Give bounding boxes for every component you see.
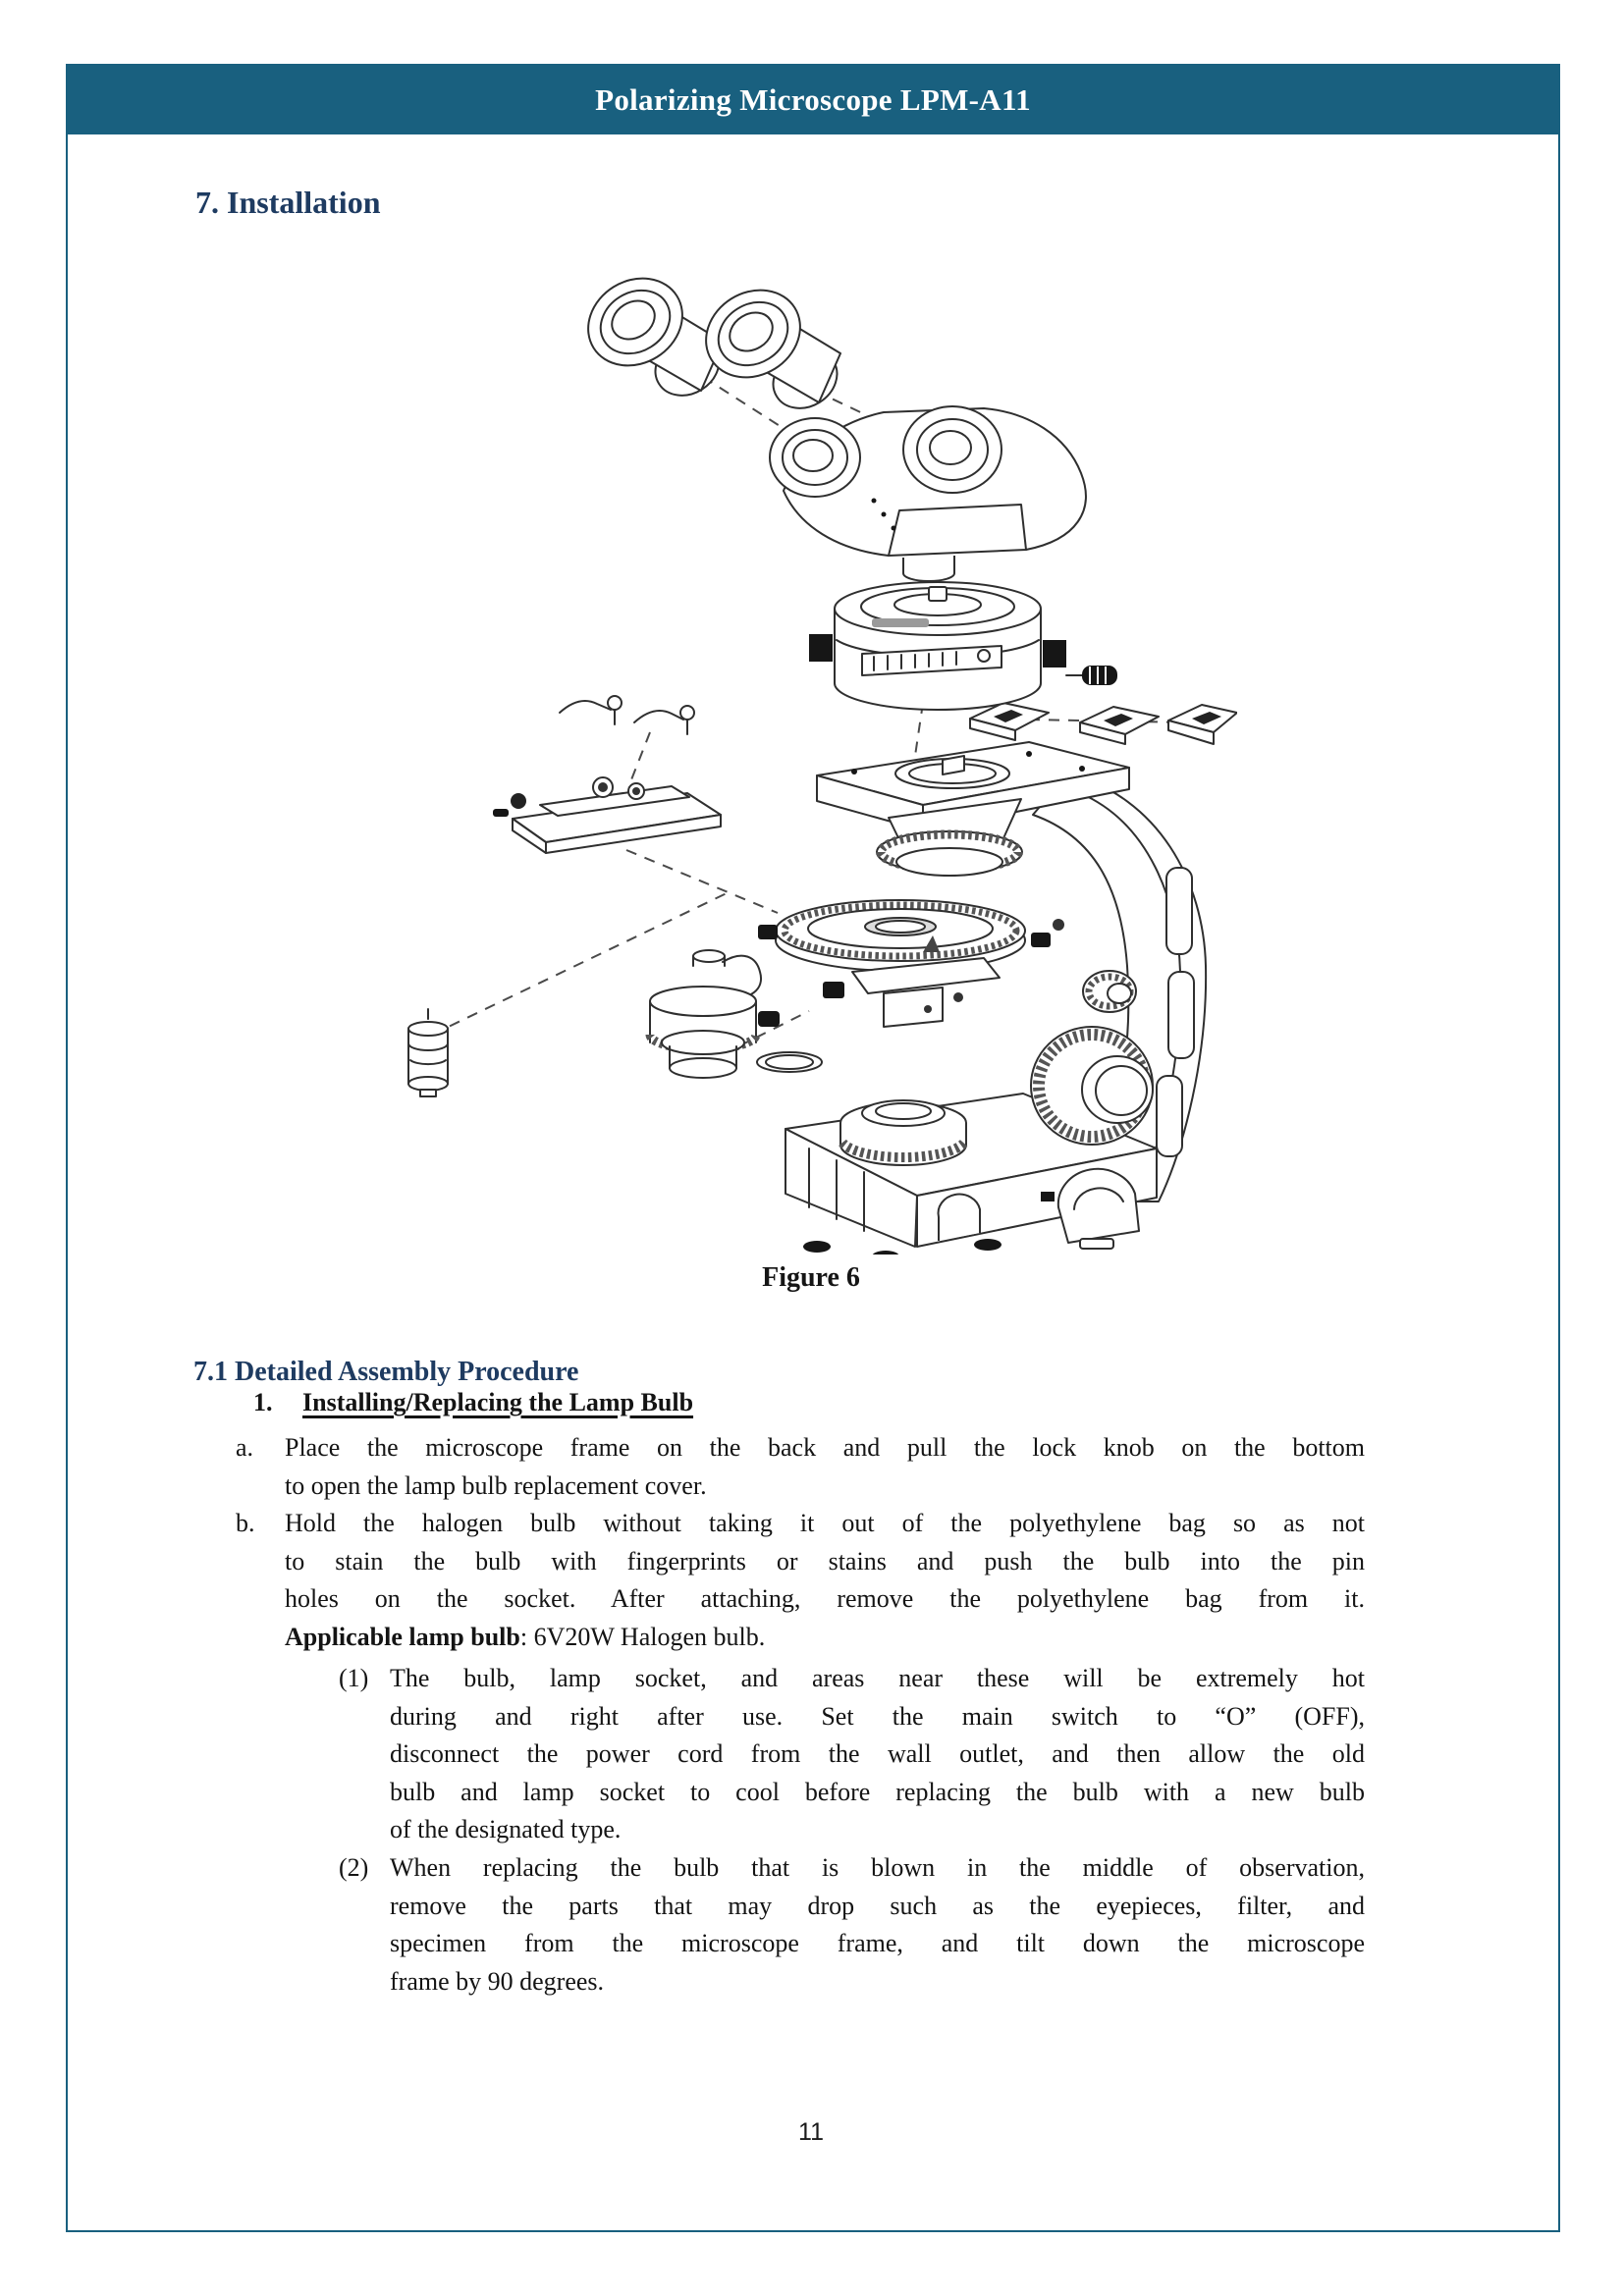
text-line: The bulb, lamp socket, and areas near th…	[390, 1664, 1365, 1692]
substage-bracket	[823, 935, 1001, 1028]
analyzer-thumbscrew	[1082, 666, 1117, 685]
applicable-bulb-label: Applicable lamp bulb	[285, 1622, 520, 1651]
stage-knob-left	[758, 925, 778, 939]
microscope-arm	[1032, 773, 1208, 1202]
text-line: specimen from the microscope frame, and …	[390, 1929, 1365, 1958]
subsection-heading: 7.1 Detailed Assembly Procedure	[193, 1357, 579, 1387]
text-line: bulb and lamp socket to cool before repl…	[390, 1777, 1365, 1806]
list-marker: a.	[236, 1433, 254, 1462]
list-item-b: b. Hold the halogen bulb without taking …	[236, 1505, 1365, 1656]
text-line: holes on the socket. After attaching, re…	[285, 1584, 1365, 1614]
mechanical-stage	[493, 776, 722, 854]
condenser	[645, 949, 780, 1079]
list-item-a: a. Place the microscope frame on the bac…	[236, 1429, 1365, 1505]
analyzer-intermediate-tube	[809, 581, 1117, 711]
lamp-bulb-cover	[1041, 1167, 1140, 1250]
text-line: to stain the bulb with fingerprints or s…	[285, 1546, 1365, 1575]
section-heading: 7. Installation	[195, 185, 381, 220]
page-number: 11	[798, 2118, 824, 2146]
coarse-focus-knob	[1030, 1026, 1154, 1146]
compensator-slides	[969, 702, 1238, 745]
header-bar: Polarizing Microscope LPM-A11	[68, 66, 1558, 134]
stage-clamp-screw	[1053, 919, 1064, 931]
applicable-bulb-value: : 6V20W Halogen bulb.	[519, 1622, 766, 1651]
list-marker: (1)	[339, 1664, 369, 1692]
text-line: remove the parts that may drop such as t…	[390, 1891, 1365, 1920]
analyzer-label	[872, 618, 929, 627]
applicable-bulb-line: Applicable lamp bulb: 6V20W Halogen bulb…	[285, 1619, 1365, 1657]
text-line: frame by 90 degrees.	[390, 1966, 605, 1996]
circular-stage	[758, 899, 1064, 972]
nosepiece	[876, 798, 1023, 877]
stage-knob-right	[1031, 933, 1051, 947]
text-line: during and right after use. Set the main…	[390, 1701, 1365, 1731]
text-line: When replacing the bulb that is blown in…	[390, 1852, 1365, 1882]
step-number: 1.	[253, 1388, 273, 1416]
filter-disc	[756, 1051, 823, 1073]
text-line: of the designated type.	[390, 1815, 622, 1844]
caution-list: (1) The bulb, lamp socket, and areas nea…	[339, 1660, 1365, 2001]
list-marker: (2)	[339, 1852, 369, 1882]
text-line: disconnect the power cord from the wall …	[390, 1739, 1365, 1769]
text-line: to open the lamp bulb replacement cover.	[285, 1470, 707, 1500]
eyepiece-right	[705, 289, 841, 409]
step-title: Installing/Replacing the Lamp Bulb	[302, 1388, 694, 1416]
text-line: Hold the halogen bulb without taking it …	[285, 1509, 1365, 1537]
fine-focus-knob	[1082, 970, 1137, 1013]
caution-item-2: (2) When replacing the bulb that is blow…	[339, 1849, 1365, 2001]
analyzer-knob-right	[1043, 640, 1066, 667]
stage-clips	[559, 695, 695, 735]
analyzer-knob-left	[809, 634, 833, 662]
caution-item-1: (1) The bulb, lamp socket, and areas nea…	[339, 1660, 1365, 1849]
binocular-head	[769, 405, 1087, 582]
eyepiece-left	[587, 277, 724, 397]
list-marker: b.	[236, 1509, 255, 1537]
document-title: Polarizing Microscope LPM-A11	[595, 82, 1031, 117]
step-title-row: 1. Installing/Replacing the Lamp Bulb	[253, 1388, 693, 1417]
objective-lens	[407, 1008, 449, 1097]
text-line: Place the microscope frame on the back a…	[285, 1433, 1365, 1462]
exploded-microscope-drawing	[407, 277, 1238, 1262]
condenser-knob	[758, 1011, 780, 1027]
figure-6-illustration	[393, 263, 1238, 1262]
figure-caption: Figure 6	[762, 1262, 860, 1293]
lamp-door-arch	[937, 1193, 981, 1241]
